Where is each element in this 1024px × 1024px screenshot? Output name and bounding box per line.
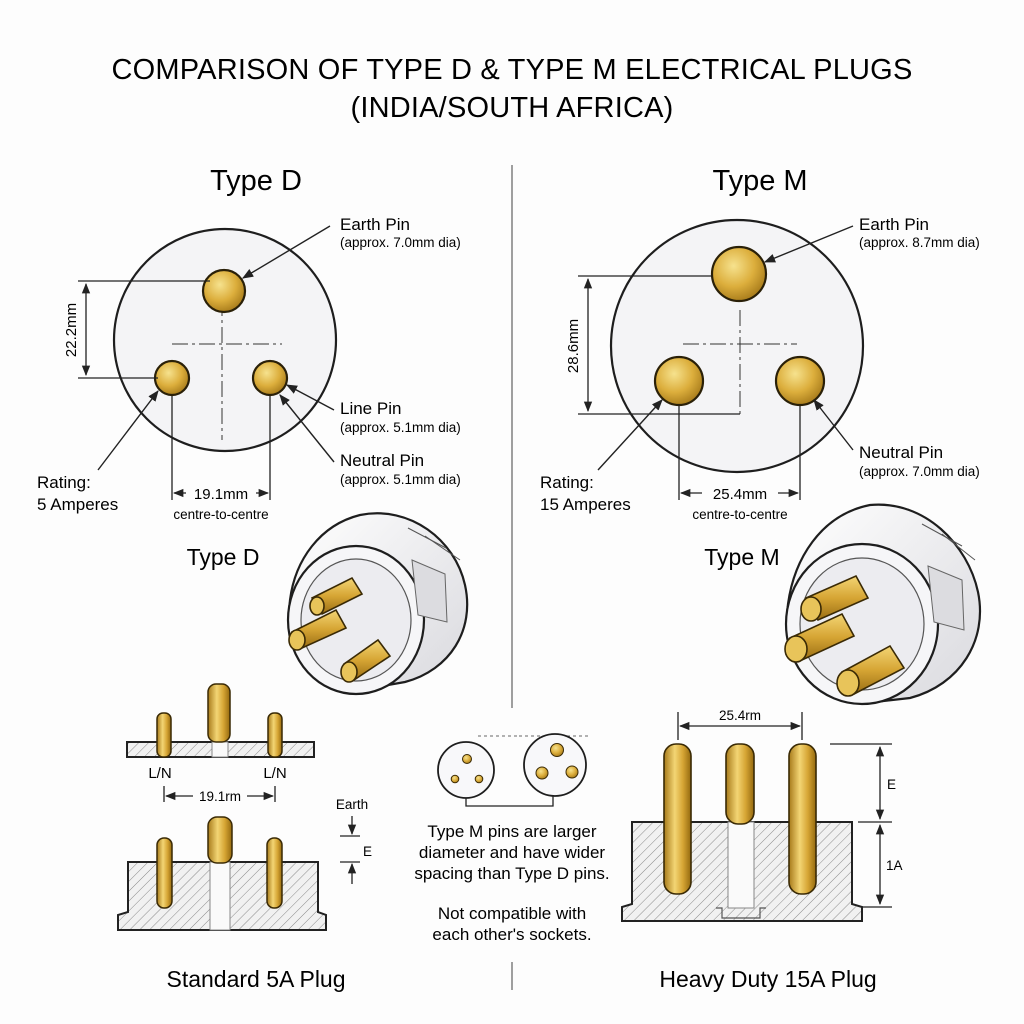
type-m-rating-label: Rating: — [540, 473, 594, 492]
standard-ln-pin-right — [266, 837, 283, 909]
type-d-rating-value: 5 Amperes — [37, 495, 118, 514]
type-m-section: Type M Earth Pin (approx. 8.7mm dia) Neu… — [540, 165, 982, 706]
type-d-heading: Type D — [210, 165, 302, 197]
type-d-mini-face — [437, 741, 495, 799]
type-m-iso-label: Type M — [704, 544, 779, 570]
type-d-earth-pin — [201, 268, 247, 314]
standard-plug-caption: Standard 5A Plug — [166, 966, 345, 992]
type-m-earth-pin-label: Earth Pin — [859, 215, 929, 234]
heavy-e-label: E — [887, 777, 896, 792]
standard-ln-left: L/N — [148, 765, 171, 782]
heavy-plug-section: 25.4rm E 1A Heavy Duty 15A Plug — [621, 708, 903, 992]
type-m-isometric-plug — [784, 503, 982, 706]
type-d-section: Type D Earth Pin (approx. 7.0mm dia) Lin… — [37, 165, 469, 696]
title-line-2: (INDIA/SOUTH AFRICA) — [350, 92, 673, 124]
standard-earth-pin — [207, 816, 233, 864]
comparison-note-1-line-3: spacing than Type D pins. — [414, 864, 609, 883]
type-m-earth-pin-detail: (approx. 8.7mm dia) — [859, 235, 980, 250]
type-m-neutral-pin — [774, 355, 826, 407]
type-d-earth-pin-detail: (approx. 7.0mm dia) — [340, 235, 461, 250]
standard-spacing: 19.1rm — [199, 789, 241, 804]
standard-top-ln-pin-right — [267, 712, 283, 758]
type-m-rating-value: 15 Amperes — [540, 495, 631, 514]
type-m-mini-face — [523, 733, 587, 797]
type-d-line-pin-label: Line Pin — [340, 399, 401, 418]
type-d-line-pin-left — [153, 359, 191, 397]
standard-earth-label: Earth — [336, 797, 368, 812]
standard-plug-section: L/N L/N 19.1rm Earth E Standard 5A Plug — [117, 683, 372, 992]
heavy-plug-caption: Heavy Duty 15A Plug — [659, 966, 876, 992]
type-d-rating-label: Rating: — [37, 473, 91, 492]
type-d-pin-spacing: 19.1mm — [194, 486, 248, 503]
type-d-plug-face — [112, 227, 338, 453]
type-d-vertical-dim: 22.2mm — [63, 303, 80, 357]
type-m-pin-spacing: 25.4mm — [713, 486, 767, 503]
comparison-note-2-line-2: each other's sockets. — [432, 925, 591, 944]
title-line-1: COMPARISON OF TYPE D & TYPE M ELECTRICAL… — [112, 54, 913, 86]
type-d-neutral-pin-label: Neutral Pin — [340, 451, 424, 470]
type-d-line-pin-detail: (approx. 5.1mm dia) — [340, 420, 461, 435]
heavy-pin-left — [663, 743, 692, 895]
type-d-iso-label: Type D — [187, 544, 260, 570]
type-m-vertical-dim: 28.6mm — [565, 319, 582, 373]
type-m-spacing-note: centre-to-centre — [692, 507, 787, 522]
type-d-line-pin-right — [251, 359, 289, 397]
standard-top-earth-pin — [207, 683, 231, 743]
standard-top-ln-pin-left — [156, 712, 172, 758]
standard-ln-pin-left — [156, 837, 173, 909]
heavy-a-label: 1A — [886, 858, 903, 873]
type-m-neutral-pin-detail: (approx. 7.0mm dia) — [859, 464, 980, 479]
standard-e-label: E — [363, 844, 372, 859]
comparison-note-2-line-1: Not compatible with — [438, 904, 586, 923]
standard-ln-right: L/N — [263, 765, 286, 782]
type-m-neutral-pin-label: Neutral Pin — [859, 443, 943, 462]
comparison-section: Type M pins are larger diameter and have… — [414, 733, 610, 944]
heavy-pin-right — [788, 743, 817, 895]
comparison-note-1-line-1: Type M pins are larger — [427, 822, 596, 841]
type-d-neutral-pin-detail: (approx. 5.1mm dia) — [340, 472, 461, 487]
type-m-heading: Type M — [712, 165, 807, 197]
type-d-isometric-plug — [286, 512, 469, 696]
type-m-earth-pin — [710, 245, 768, 303]
heavy-earth-pin — [725, 743, 755, 825]
comparison-note-1-line-2: diameter and have wider — [419, 843, 606, 862]
type-m-line-pin — [653, 355, 705, 407]
type-d-earth-pin-label: Earth Pin — [340, 215, 410, 234]
type-d-spacing-note: centre-to-centre — [173, 507, 268, 522]
heavy-spacing: 25.4rm — [719, 708, 761, 723]
